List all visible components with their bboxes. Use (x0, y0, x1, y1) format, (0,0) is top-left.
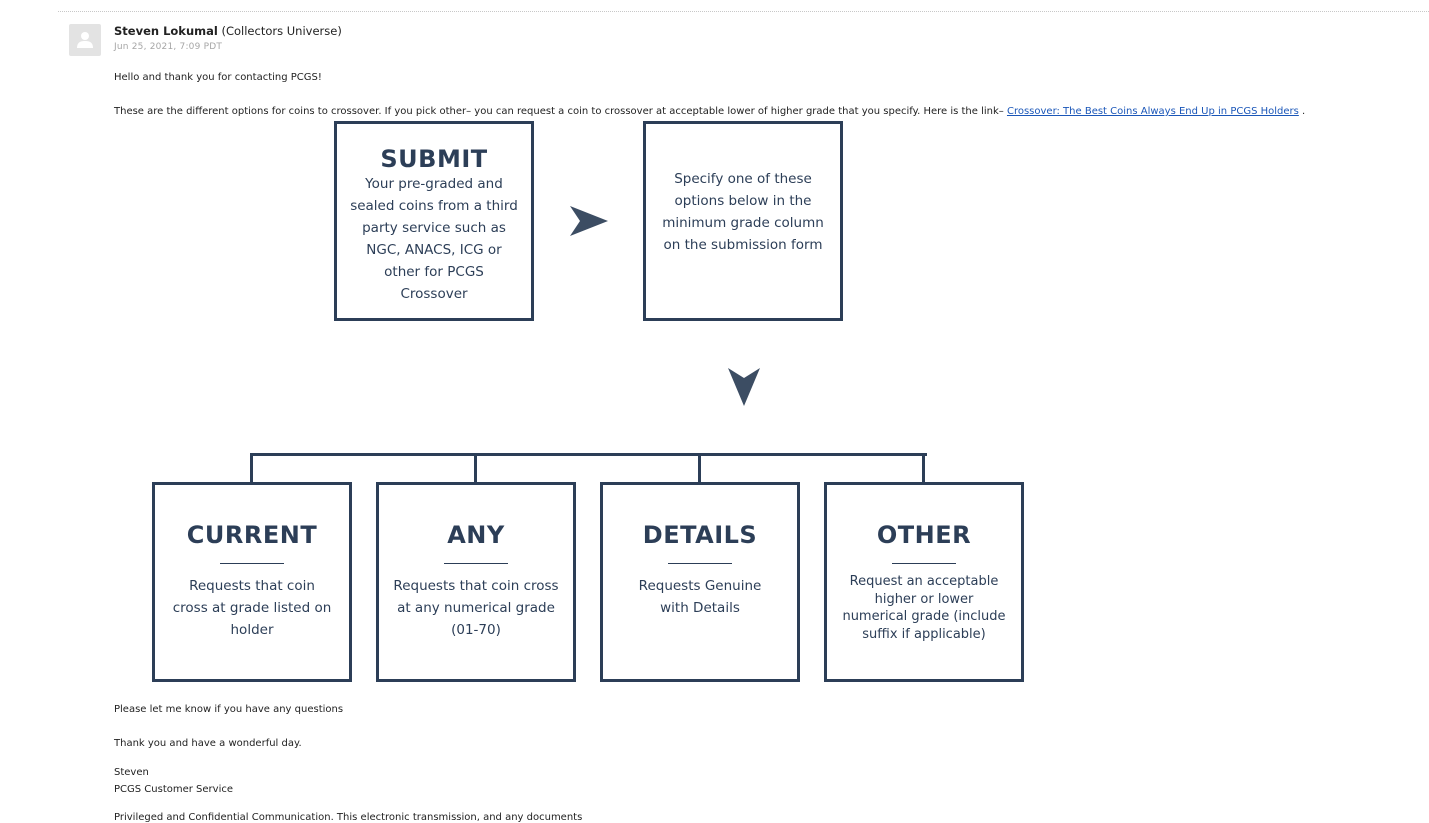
option-other: OTHER Request an acceptable higher or lo… (824, 482, 1024, 682)
crossover-link[interactable]: Crossover: The Best Coins Always End Up … (1006, 106, 1299, 117)
sender-org: (Collectors Universe) (221, 24, 342, 38)
connector-current (250, 453, 253, 483)
body-paragraph: These are the different options for coin… (114, 106, 1305, 117)
message-divider (58, 11, 1429, 12)
option-title: ANY (447, 521, 505, 549)
divider (444, 563, 508, 564)
connector-details (698, 453, 701, 483)
divider (220, 563, 284, 564)
divider (892, 563, 956, 564)
option-any: ANY Requests that coin cross at any nume… (376, 482, 576, 682)
sender-name[interactable]: Steven Lokumal (114, 24, 218, 38)
signature-name: Steven (114, 767, 149, 778)
option-details: DETAILS Requests Genuine with Details (600, 482, 800, 682)
option-title: OTHER (876, 521, 972, 549)
disclaimer: Privileged and Confidential Communicatio… (114, 812, 583, 823)
divider (668, 563, 732, 564)
user-icon (77, 32, 93, 48)
option-desc: Requests that coin cross at grade listed… (172, 578, 332, 638)
option-desc: Request an acceptable higher or lower nu… (842, 574, 1006, 642)
body-end: . (1302, 106, 1306, 117)
signature-title: PCGS Customer Service (114, 784, 233, 795)
submit-desc: Your pre-graded and sealed coins from a … (350, 176, 518, 302)
specify-desc: Specify one of these options below in th… (662, 171, 824, 253)
submit-title: SUBMIT (380, 145, 488, 173)
option-desc: Requests Genuine with Details (638, 578, 762, 616)
connector-horizontal (250, 453, 927, 456)
option-title: CURRENT (186, 521, 318, 549)
submit-box: SUBMIT Your pre-graded and sealed coins … (334, 121, 534, 321)
avatar (69, 24, 101, 56)
arrow-right-icon (570, 206, 608, 236)
option-desc: Requests that coin cross at any numerica… (393, 578, 559, 638)
option-title: DETAILS (642, 521, 758, 549)
connector-any (474, 453, 477, 483)
specify-box: Specify one of these options below in th… (643, 121, 843, 321)
arrow-down-icon (728, 368, 760, 406)
thanks-line: Thank you and have a wonderful day. (114, 738, 302, 749)
greeting: Hello and thank you for contacting PCGS! (114, 72, 322, 83)
option-current: CURRENT Requests that coin cross at grad… (152, 482, 352, 682)
body-text: These are the different options for coin… (114, 106, 1004, 117)
questions-line: Please let me know if you have any quest… (114, 704, 344, 715)
connector-other (922, 453, 925, 483)
sender: Steven Lokumal (Collectors Universe) (114, 24, 342, 38)
message-date: Jun 25, 2021, 7:09 PDT (114, 42, 223, 52)
